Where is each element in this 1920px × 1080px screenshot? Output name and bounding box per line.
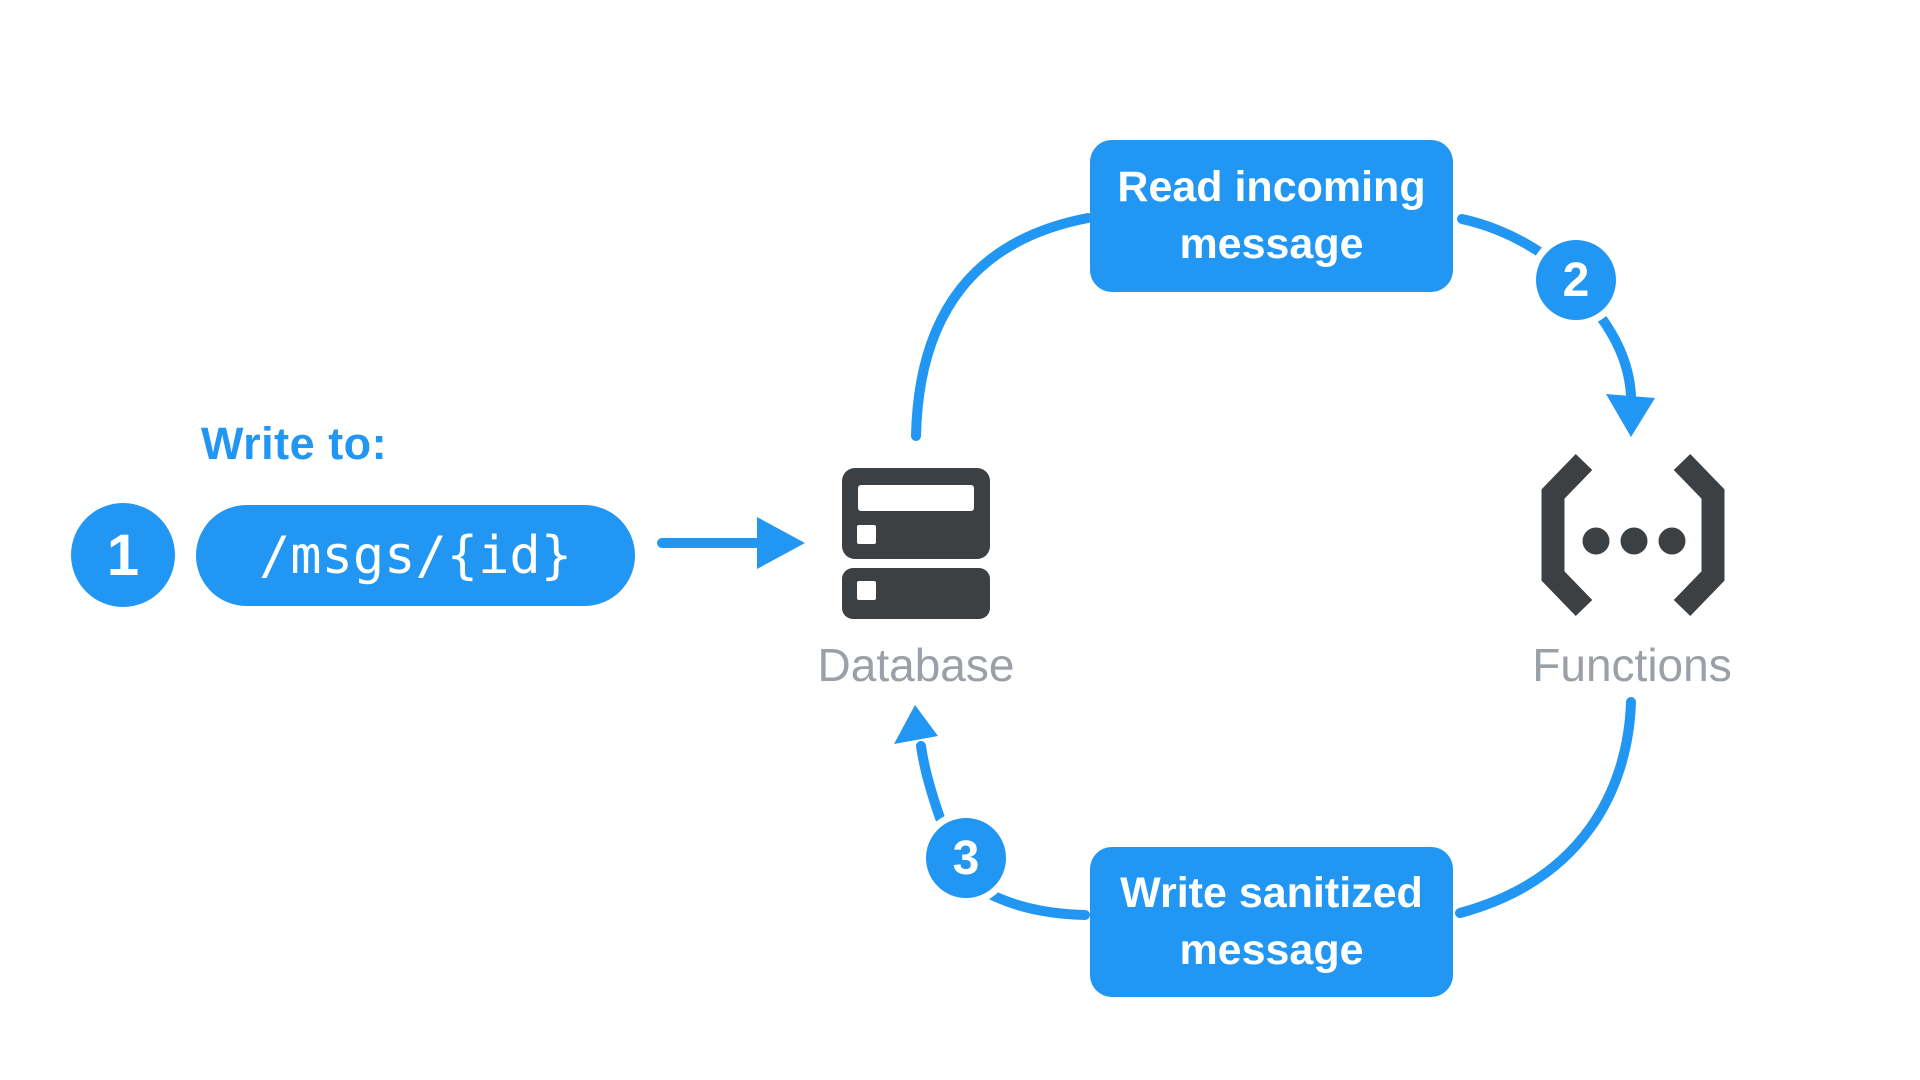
read-message-box: Read incoming message xyxy=(1090,140,1453,292)
step-3-badge: 3 xyxy=(919,811,1013,905)
step-1-badge: 1 xyxy=(71,503,175,607)
arc-functions-to-write-box xyxy=(1455,697,1636,918)
database-icon-bottom-unit xyxy=(842,568,990,619)
functions-icon-dot-1 xyxy=(1582,527,1610,555)
database-icon-led-bottom xyxy=(857,581,876,600)
arrow-database-head xyxy=(894,705,938,744)
arrow-pill-to-database xyxy=(657,517,805,569)
database-icon-slot xyxy=(858,485,974,511)
arrow-functions-head xyxy=(1606,394,1655,437)
functions-icon xyxy=(1541,453,1725,617)
database-icon xyxy=(842,468,990,619)
path-pill: /msgs/{id} xyxy=(196,505,635,606)
write-message-box: Write sanitized message xyxy=(1090,847,1453,997)
arrow-pill-to-database-head xyxy=(757,517,805,569)
functions-icon-dot-3 xyxy=(1658,527,1686,555)
write-message-box-label: Write sanitized message xyxy=(1120,869,1423,974)
arc-badge-3-to-database xyxy=(916,741,945,823)
functions-label: Functions xyxy=(1532,639,1732,691)
step-2-badge: 2 xyxy=(1529,233,1623,327)
arc-badge-2-to-functions xyxy=(1595,311,1636,401)
functions-icon-left-bracket xyxy=(1541,453,1593,617)
functions-icon-right-bracket xyxy=(1673,453,1725,617)
path-pill-code: /msgs/{id} xyxy=(258,525,573,586)
functions-icon-dot-2 xyxy=(1620,527,1648,555)
database-icon-top-unit xyxy=(842,468,990,559)
database-icon-led-top xyxy=(857,525,876,544)
database-label: Database xyxy=(817,639,1015,691)
arc-database-to-read-box xyxy=(911,213,1093,441)
read-message-box-label: Read incoming message xyxy=(1117,163,1426,268)
write-to-label: Write to: xyxy=(201,418,388,469)
